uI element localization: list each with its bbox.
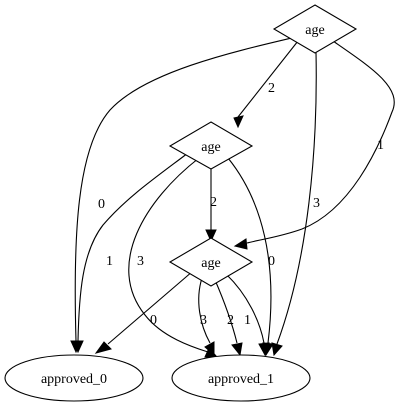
arrowhead-low-approved1-b <box>231 342 243 357</box>
edge-label-root-low: 1 <box>377 138 384 153</box>
diamond-shape <box>168 121 254 170</box>
edges <box>74 36 395 353</box>
edge-label-low-approved0: 0 <box>150 313 157 328</box>
edge-mid-approved0 <box>77 152 189 342</box>
edge-low-approved1-a <box>198 277 211 344</box>
node-approved-1: approved_1 <box>171 354 311 402</box>
arrowhead-low-approved1-a <box>204 341 215 357</box>
edge-label-mid-low: 2 <box>210 195 217 210</box>
ellipse-shape <box>4 354 144 402</box>
edge-label-root-approved1: 3 <box>313 196 320 211</box>
edge-low-approved1-b <box>214 279 238 344</box>
node-label: age <box>201 256 220 271</box>
edge-mid-approved1-a <box>128 157 209 353</box>
edge-label-low-approved1-a: 3 <box>200 313 207 328</box>
arrowhead-low-approved0 <box>94 341 112 354</box>
node-approved-0: approved_0 <box>4 354 144 402</box>
edge-root-approved0 <box>74 36 297 342</box>
arrowhead-low-approved1-c <box>258 342 270 357</box>
node-age-mid: age <box>168 121 254 170</box>
diamond-shape <box>168 237 254 287</box>
edge-low-approved1-c <box>225 273 265 344</box>
edge-labels: 2 1 0 3 2 1 3 0 0 3 2 1 <box>98 81 384 328</box>
arrowheads <box>70 115 283 358</box>
edge-low-approved0 <box>107 270 194 345</box>
arrowhead-mid-approved0 <box>72 340 84 354</box>
node-label: approved_1 <box>208 372 274 387</box>
ellipse-shape <box>171 354 311 402</box>
arrowhead-root-mid <box>233 115 244 129</box>
edge-label-root-approved0: 0 <box>98 197 105 212</box>
node-age-low: age <box>168 237 254 287</box>
edge-root-approved1 <box>276 51 317 345</box>
edge-label-mid-approved1-a: 3 <box>137 254 144 269</box>
edge-mid-approved1-b <box>227 157 272 344</box>
edge-label-low-approved1-c: 1 <box>244 313 251 328</box>
diamond-shape <box>272 4 358 54</box>
edge-label-low-approved1-b: 2 <box>227 313 234 328</box>
node-age-root: age <box>272 4 358 54</box>
arrowhead-root-low <box>233 238 248 250</box>
arrowhead-mid-low <box>205 229 217 243</box>
arrowhead-root-approved1 <box>271 342 283 357</box>
edge-root-low <box>246 40 395 244</box>
node-label: approved_0 <box>41 372 107 387</box>
node-label: age <box>305 23 324 38</box>
node-label: age <box>201 140 220 155</box>
edge-label-root-mid: 2 <box>268 81 275 96</box>
edge-root-mid <box>237 40 299 118</box>
edge-label-mid-approved1-b: 0 <box>268 254 275 269</box>
edge-label-mid-approved0: 1 <box>106 254 113 269</box>
